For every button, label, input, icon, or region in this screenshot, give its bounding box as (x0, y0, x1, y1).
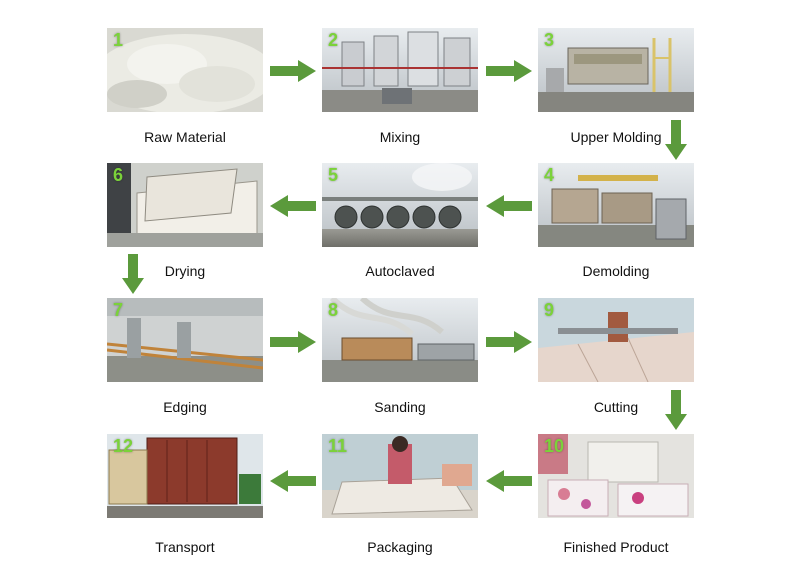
step-number: 4 (544, 165, 555, 185)
step-5-autoclaved-photo: 5 (322, 163, 478, 247)
sanding-image (322, 298, 478, 382)
arrow-right-icon (270, 331, 316, 353)
raw-material-image (107, 28, 263, 112)
arrow-down-icon (665, 120, 687, 160)
arrow-down-icon (122, 254, 144, 294)
step-number: 6 (113, 165, 124, 185)
step-6-drying-photo: 6 (107, 163, 263, 247)
step-number: 9 (544, 300, 555, 320)
demolding-image (538, 163, 694, 247)
arrow-right-icon (486, 331, 532, 353)
step-3-upper-molding-photo: 3 (538, 28, 694, 112)
transport-image (107, 434, 263, 518)
arrow-left-icon (486, 195, 532, 217)
finished-product-image (538, 434, 694, 518)
arrow-left-icon (270, 470, 316, 492)
mixing-image (322, 28, 478, 112)
arrow-right-icon (486, 60, 532, 82)
step-10-finished-product-photo: 10 (538, 434, 694, 518)
step-label: Drying (164, 263, 206, 279)
step-number: 3 (544, 30, 555, 50)
cutting-image (538, 298, 694, 382)
arrow-left-icon (270, 195, 316, 217)
step-number: 8 (328, 300, 339, 320)
step-12-transport-photo: 12 (107, 434, 263, 518)
upper-molding-image (538, 28, 694, 112)
autoclaved-image (322, 163, 478, 247)
step-label: Cutting (593, 399, 639, 415)
step-9-cutting-photo: 9 (538, 298, 694, 382)
step-label: Sanding (374, 399, 426, 415)
step-number: 11 (328, 436, 348, 456)
step-label: Packaging (367, 539, 433, 555)
arrow-down-icon (665, 390, 687, 430)
step-label: Mixing (379, 129, 421, 145)
step-number: 5 (328, 165, 339, 185)
step-label: Upper Molding (570, 129, 662, 145)
step-4-demolding-photo: 4 (538, 163, 694, 247)
packaging-image (322, 434, 478, 518)
edging-image (107, 298, 263, 382)
step-label: Edging (163, 399, 207, 415)
step-8-sanding-photo: 8 (322, 298, 478, 382)
step-label: Finished Product (563, 539, 669, 555)
step-label: Autoclaved (365, 263, 435, 279)
step-2-mixing-photo: 2 (322, 28, 478, 112)
step-11-packaging-photo: 11 (322, 434, 478, 518)
step-number: 12 (113, 436, 134, 456)
step-label: Transport (155, 539, 215, 555)
step-number: 2 (328, 30, 339, 50)
step-1-raw-material-photo: 1 (107, 28, 263, 112)
step-number: 10 (544, 436, 565, 456)
step-label: Demolding (582, 263, 650, 279)
drying-image (107, 163, 263, 247)
arrow-right-icon (270, 60, 316, 82)
arrow-left-icon (486, 470, 532, 492)
step-number: 7 (113, 300, 124, 320)
step-number: 1 (113, 30, 124, 50)
step-7-edging-photo: 7 (107, 298, 263, 382)
step-label: Raw Material (144, 129, 226, 145)
